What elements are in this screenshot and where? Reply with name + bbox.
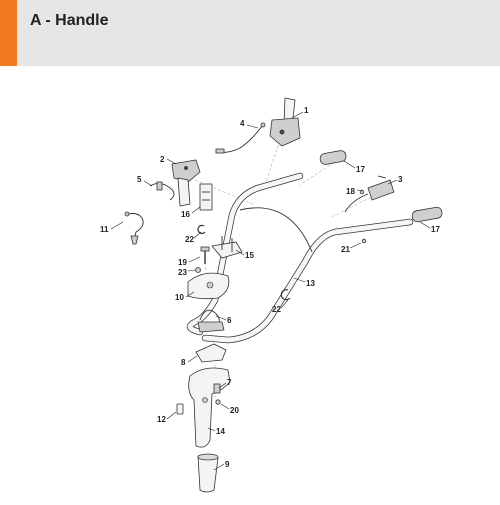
- end-piece-9: [197, 453, 219, 493]
- callout-22-lower: 22: [272, 305, 281, 314]
- accent-bar: [0, 0, 17, 66]
- callout-17-top: 17: [356, 165, 365, 174]
- callout-14: 14: [216, 427, 225, 436]
- callout-15: 15: [245, 251, 254, 260]
- cable-5: [149, 181, 175, 201]
- callout-16: 16: [181, 210, 190, 219]
- mount-8: [195, 343, 227, 363]
- callout-labels: 1 2 3 4 5 6 7 8 9 10 11 12 13 14 15 16 1…: [100, 106, 440, 469]
- callout-5: 5: [137, 175, 142, 184]
- callout-2: 2: [160, 155, 165, 164]
- callout-8: 8: [181, 358, 186, 367]
- page-title: A - Handle: [30, 12, 109, 29]
- callout-7: 7: [227, 378, 232, 387]
- callout-21: 21: [341, 245, 350, 254]
- bracket-15: [211, 236, 243, 259]
- washer-20: [215, 399, 221, 405]
- callout-20: 20: [230, 406, 239, 415]
- screw-19: [200, 246, 210, 264]
- callout-22-top: 22: [185, 235, 194, 244]
- bolt-7: [213, 383, 221, 394]
- lever-assembly-2: [171, 159, 201, 207]
- cable-4: [215, 122, 266, 154]
- callout-12: 12: [157, 415, 166, 424]
- cover-10: [187, 272, 230, 300]
- callout-19: 19: [178, 258, 187, 267]
- handle-grips: [319, 150, 443, 223]
- callout-9: 9: [225, 460, 230, 469]
- callout-10: 10: [175, 293, 184, 302]
- callout-13: 13: [306, 279, 315, 288]
- callout-23: 23: [178, 268, 187, 277]
- callout-11: 11: [100, 225, 109, 234]
- clip-22-top: [197, 224, 206, 235]
- cable-11: [124, 211, 144, 245]
- callout-leaders: [110, 111, 431, 471]
- callout-6: 6: [227, 316, 232, 325]
- nut-23: [195, 267, 201, 273]
- callout-1: 1: [304, 106, 309, 115]
- page-header: A - Handle: [0, 0, 500, 66]
- spring-6: [197, 309, 225, 333]
- callout-3: 3: [398, 175, 403, 184]
- callout-18: 18: [346, 187, 355, 196]
- control-lever-3: [344, 175, 395, 213]
- pin-21: [361, 238, 367, 244]
- callout-4: 4: [240, 119, 245, 128]
- callout-17-right: 17: [431, 225, 440, 234]
- warning-label-16: [199, 183, 213, 211]
- sleeve-12: [176, 403, 184, 415]
- exploded-parts-diagram: 1 2 3 4 5 6 7 8 9 10 11 12 13 14 15 16 1…: [100, 97, 443, 493]
- clip-22-lower: [280, 289, 291, 301]
- lever-assembly-1: [269, 97, 301, 147]
